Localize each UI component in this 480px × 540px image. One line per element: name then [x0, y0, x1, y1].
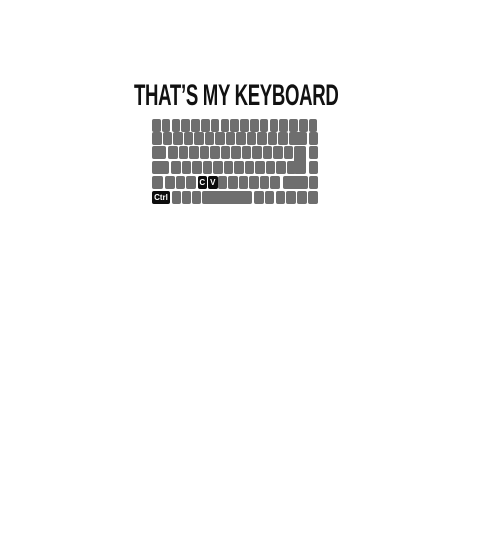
keyboard-key [286, 161, 296, 174]
keyboard-key [254, 191, 264, 204]
keyboard-key [175, 176, 185, 189]
keyboard-key [234, 161, 244, 174]
keyboard-key [241, 146, 251, 159]
keyboard-key [228, 176, 238, 189]
keyboard-key [246, 132, 256, 145]
key-c: C [197, 176, 207, 189]
keyboard-key [152, 161, 169, 174]
keyboard-key [267, 132, 277, 145]
keyboard-key [259, 119, 269, 132]
keyboard-key [210, 146, 220, 159]
keyboard-key [273, 146, 283, 159]
keyboard-key [259, 176, 269, 189]
keyboard-key [189, 146, 199, 159]
keyboard-key [202, 161, 212, 174]
keyboard-key [297, 191, 307, 204]
keyboard-key [171, 119, 181, 132]
keyboard-key [308, 191, 318, 204]
keyboard-key [278, 132, 288, 145]
keyboard-key [252, 146, 262, 159]
keyboard-key [152, 146, 166, 159]
keyboard-key [309, 146, 318, 159]
keyboard-key [182, 191, 191, 204]
keyboard-key [223, 161, 233, 174]
keyboard-key [249, 176, 259, 189]
keyboard-key [191, 119, 200, 132]
keyboard-key [178, 146, 188, 159]
keyboard-key [172, 191, 181, 204]
keyboard-key [236, 132, 246, 145]
keyboard-key [152, 119, 161, 132]
keyboard-key [265, 161, 275, 174]
keyboard-key [225, 132, 235, 145]
keyboard-key [279, 119, 288, 132]
keyboard-key [270, 176, 280, 189]
keyboard-key [309, 176, 318, 189]
keyboard-key [202, 191, 252, 204]
keyboard-key [269, 119, 279, 132]
keyboard-key [199, 146, 209, 159]
keyboard-key [152, 176, 163, 189]
keyboard-key [192, 161, 202, 174]
poster-title: THAT’S MY KEYBOARD [134, 79, 339, 112]
keyboard-key [168, 146, 178, 159]
keyboard-key [152, 132, 162, 145]
keyboard-key [194, 132, 204, 145]
keyboard-key [299, 119, 308, 132]
keyboard-key [264, 191, 275, 204]
keyboard-key [250, 119, 259, 132]
keyboard-key [181, 161, 191, 174]
keyboard-key [309, 132, 318, 145]
keyboard-key [289, 132, 307, 145]
keyboard-key [215, 132, 225, 145]
keyboard-key [220, 146, 230, 159]
keyboard-key [181, 119, 190, 132]
keyboard-key [238, 176, 248, 189]
keyboard-key [210, 119, 220, 132]
keyboard-key [230, 119, 239, 132]
keyboard-key [186, 176, 196, 189]
keyboard-key [165, 176, 175, 189]
keyboard-key [262, 146, 272, 159]
keyboard-key [294, 146, 306, 174]
keyboard-key [171, 161, 181, 174]
keyboard-key [309, 161, 318, 174]
keyboard-key [257, 132, 267, 145]
keyboard-key [283, 176, 308, 189]
keyboard-key [192, 191, 201, 204]
keyboard-key [204, 132, 214, 145]
keyboard-key [255, 161, 265, 174]
keyboard-key [217, 176, 227, 189]
keyboard-key [201, 119, 210, 132]
keyboard-key [173, 132, 183, 145]
keyboard-key [220, 119, 230, 132]
keyboard-key [275, 191, 286, 204]
keyboard-key [161, 119, 171, 132]
keyboard-key [283, 146, 293, 159]
keyboard-key [231, 146, 241, 159]
keyboard-key [162, 132, 172, 145]
keyboard-key [276, 161, 286, 174]
keyboard-key [289, 119, 298, 132]
keyboard-key [308, 119, 318, 132]
keyboard-key [244, 161, 254, 174]
key-ctrl: Ctrl [152, 191, 170, 204]
key-v: V [208, 176, 218, 189]
keyboard-key [213, 161, 223, 174]
keyboard-key [240, 119, 249, 132]
keyboard-key [286, 191, 296, 204]
keyboard-key [183, 132, 193, 145]
